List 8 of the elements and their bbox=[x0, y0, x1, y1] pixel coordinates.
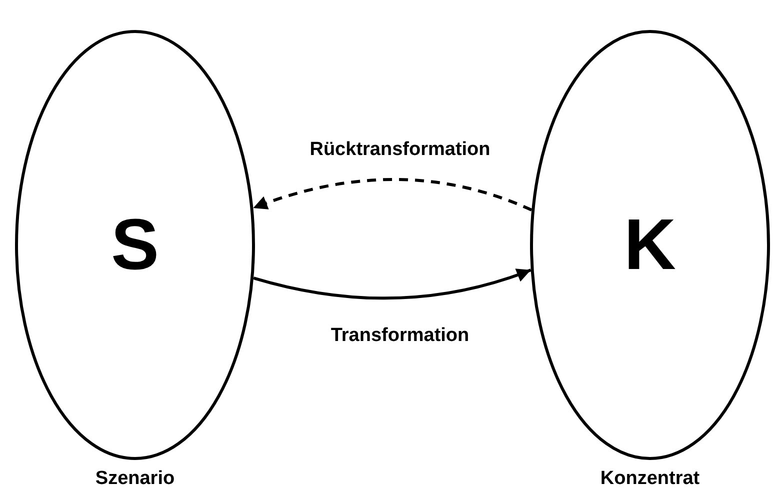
node-letter: S bbox=[110, 209, 160, 281]
ellipse-node bbox=[530, 30, 770, 460]
node-letter: K bbox=[624, 209, 676, 281]
arrow bbox=[253, 268, 532, 300]
node-caption: Szenario bbox=[95, 468, 175, 490]
ellipse-node bbox=[15, 30, 255, 460]
node-caption: Konzentrat bbox=[600, 468, 700, 490]
dashed-arrow bbox=[252, 178, 532, 212]
